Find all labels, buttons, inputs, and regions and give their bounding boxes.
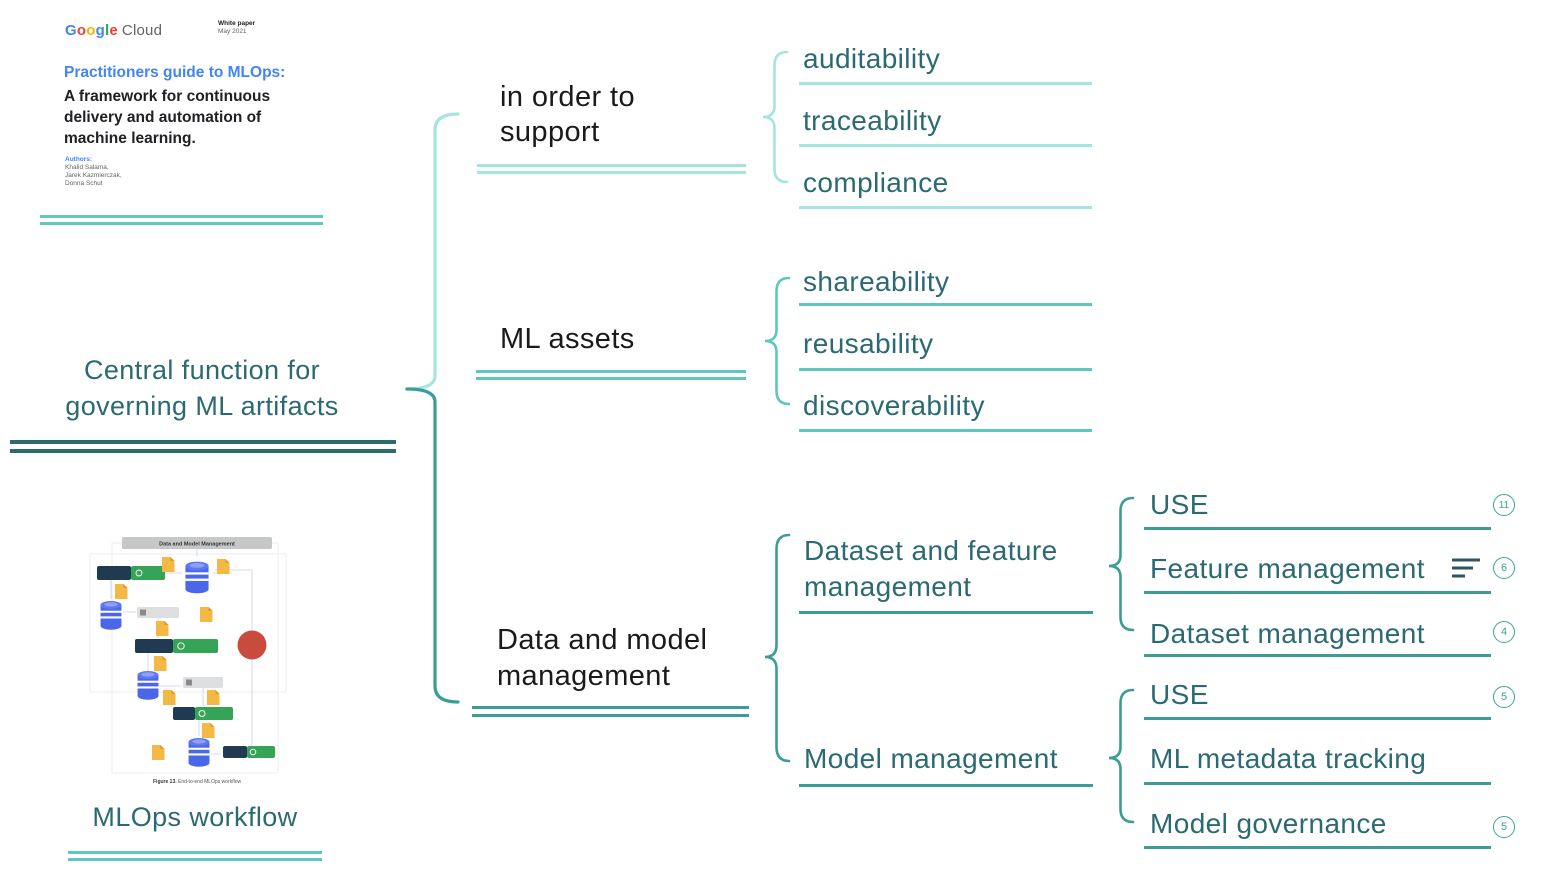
leaf-ml-metadata-tracking: ML metadata tracking (1150, 743, 1427, 774)
diagram-frame (89, 553, 287, 693)
datamodel-underline (472, 706, 749, 717)
leaf-use-dataset: USE (1150, 489, 1209, 520)
author-name: Khalid Salama, (65, 164, 109, 171)
doc-type: White paper (218, 20, 256, 27)
leaf-underline (1144, 654, 1491, 657)
count-badge: 6 (1493, 557, 1515, 579)
leaf-shareability: shareability (803, 266, 950, 297)
paper-subtitle-line: A framework for continuous (64, 88, 271, 105)
paper-meta: White paper May 2021 (218, 20, 255, 36)
count-badge: 5 (1493, 816, 1515, 838)
node-central: Central function for governing ML artifa… (65, 355, 339, 421)
assets-underline (476, 370, 746, 380)
node-model-management: Model management (804, 743, 1058, 774)
author-name: Jarek Kazmierczak, (65, 172, 122, 179)
support-underline (477, 164, 746, 174)
diagram-caption-text: End-to-end MLOps workflow (178, 779, 241, 785)
notes-lines-icon (1452, 558, 1480, 578)
leaf-underline (799, 303, 1092, 306)
logo-letter: o (86, 22, 96, 39)
leaf-underline (1144, 527, 1491, 530)
mlops-underline (68, 851, 322, 861)
doc-date: May 2021 (218, 28, 247, 35)
brace-model (1108, 688, 1135, 824)
logo-letter: e (109, 22, 118, 39)
logo-letter: G (65, 22, 77, 39)
paper-title: Practitioners guide to MLOps: (64, 64, 286, 81)
brace-support (762, 50, 789, 184)
leaf-underline (799, 429, 1092, 432)
leaf-underline (1144, 591, 1491, 594)
brace-main-top (405, 112, 460, 391)
leaf-underline (799, 206, 1092, 209)
leaf-feature-management: Feature management (1150, 553, 1425, 584)
paper-underline (40, 215, 323, 225)
logo-letter: o (76, 22, 87, 39)
model-underline (799, 784, 1093, 787)
leaf-compliance: compliance (803, 167, 949, 198)
central-underline (10, 440, 396, 453)
node-in-order-to-support: in order to support (500, 81, 635, 148)
logo-cloud-text: Cloud (121, 22, 163, 39)
leaf-discoverability: discoverability (803, 390, 985, 421)
leaf-model-governance: Model governance (1150, 808, 1387, 839)
diagram-serving-circle (237, 630, 267, 660)
diagram-gray-boxes (137, 607, 223, 688)
authors-label: Authors: (65, 156, 93, 163)
count-badge: 5 (1493, 686, 1515, 708)
leaf-traceability: traceability (803, 105, 942, 136)
count-badge: 4 (1493, 621, 1515, 643)
leaf-auditability: auditability (803, 43, 941, 74)
leaf-underline (1144, 846, 1491, 849)
count-badge: 11 (1493, 494, 1515, 516)
leaf-use-model: USE (1150, 679, 1209, 710)
paper-authors: Authors: Khalid Salama, Jarek Kazmiercza… (65, 156, 122, 188)
mlops-workflow-thumbnail: Data and Model Management (89, 537, 287, 785)
author-name: Donna Schut (65, 180, 103, 187)
brace-main-bottom (405, 387, 460, 704)
paper-subtitle-line: machine learning. (64, 130, 196, 147)
diagram-task-boxes (97, 566, 275, 758)
brace-datamodel (764, 533, 791, 763)
logo-letter: g (95, 22, 105, 39)
leaf-underline (799, 368, 1092, 371)
node-dataset-and-feature-management: Dataset and feature management (804, 535, 1058, 602)
diagram-caption-number: Figure 13. (153, 779, 177, 785)
dsf-underline (799, 611, 1093, 614)
diagram-header-text: Data and Model Management (159, 542, 235, 548)
leaf-dataset-management: Dataset management (1150, 618, 1425, 649)
logo-letter: l (105, 22, 110, 39)
leaf-underline (1144, 717, 1491, 720)
paper-subtitle-line: delivery and automation of (64, 109, 262, 126)
paper-subtitle: A framework for continuous delivery and … (64, 86, 270, 149)
node-ml-assets: ML assets (500, 323, 635, 355)
leaf-underline (799, 144, 1092, 147)
node-mlops-workflow: MLOps workflow (92, 802, 298, 832)
diagram-header-bar (122, 537, 272, 549)
diagram-notes (115, 557, 230, 760)
brace-assets (764, 276, 791, 406)
leaf-underline (1144, 782, 1491, 785)
node-data-and-model-management: Data and model management (497, 624, 708, 692)
brace-main (405, 112, 460, 704)
brace-dataset-feature (1108, 496, 1135, 632)
leaf-reusability: reusability (803, 328, 934, 359)
leaf-underline (799, 82, 1092, 85)
